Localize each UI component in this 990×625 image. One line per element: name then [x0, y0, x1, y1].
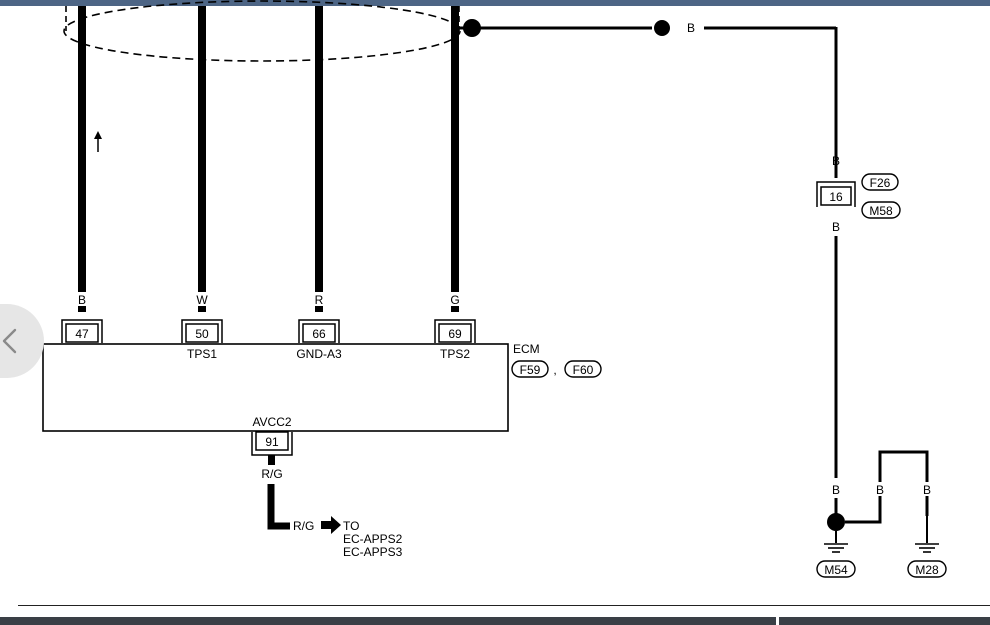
ground-m28: M28: [915, 563, 939, 577]
shield: [63, 0, 461, 62]
ground-symbol-m28: [915, 516, 939, 553]
terminal-avcc2: AVCC2: [252, 415, 291, 429]
connector-50: 50: [181, 319, 223, 343]
splice-point-ground: [827, 513, 845, 531]
reference-ec-apps3: EC-APPS3: [343, 545, 403, 559]
up-arrow-icon: [94, 131, 102, 152]
wire-69-color: G: [450, 293, 459, 307]
pin-66: 66: [312, 327, 326, 341]
wiring-diagram: B W R G 47 50 66 69 TPS1 GND-A3 TPS2 AVC…: [42, 0, 947, 578]
wire-ground-main-color: B: [832, 483, 840, 497]
reference-to: TO: [343, 519, 359, 533]
wire-ground-left-color: B: [876, 483, 884, 497]
terminal-tps1: TPS1: [187, 347, 217, 361]
pin-16: 16: [829, 190, 843, 204]
ecm-label: ECM: [513, 342, 540, 356]
wire-66-color: R: [315, 293, 324, 307]
wire-f26-lower-color: B: [832, 220, 840, 234]
connector-69: 69: [434, 319, 476, 343]
connector-m58: M58: [869, 204, 893, 218]
terminal-gnd-a3: GND-A3: [296, 347, 342, 361]
pin-47: 47: [75, 327, 89, 341]
footer-divider: [18, 605, 990, 606]
pin-50: 50: [195, 327, 209, 341]
wire-avcc-color: R/G: [261, 467, 282, 481]
wire-ground-right-color: B: [923, 483, 931, 497]
wire-avcc: [267, 484, 290, 530]
wire-shield-color: B: [687, 21, 695, 35]
wire-47: [78, 6, 86, 312]
splice-point-b: [654, 20, 670, 36]
connector-91: 91: [251, 431, 293, 456]
right-arrow-icon: [321, 516, 341, 534]
connector-f59: F59: [520, 363, 541, 377]
ground-symbol-m54: [824, 531, 848, 553]
connector-66: 66: [298, 319, 340, 343]
splice-point-shield: [463, 19, 481, 37]
pin-69: 69: [448, 327, 462, 341]
connector-16: 16: [816, 181, 856, 207]
connector-47: 47: [61, 319, 103, 343]
connector-f60: F60: [573, 363, 594, 377]
chevron-left-icon: [2, 328, 17, 354]
ecm-box: [42, 343, 509, 432]
wire-66: [315, 6, 323, 312]
window-top-bar: [0, 0, 990, 6]
bottom-bar-separator: [776, 617, 779, 625]
wire-69: [451, 6, 459, 312]
connector-f26: F26: [870, 176, 891, 190]
wire-50: [198, 6, 206, 312]
pin-91: 91: [265, 435, 279, 449]
shield-drain-wire: [459, 26, 838, 178]
wire-avcc-out-color: R/G: [293, 519, 314, 533]
window-bottom-bar: [0, 617, 990, 625]
reference-ec-apps2: EC-APPS2: [343, 532, 403, 546]
wire-f26-upper-color: B: [832, 154, 840, 168]
wire-50-color: W: [196, 293, 208, 307]
wire-47-color: B: [78, 293, 86, 307]
ground-m54: M54: [824, 563, 848, 577]
ground-wire-loop: [845, 450, 929, 524]
connector-separator: ,: [553, 363, 556, 377]
terminal-tps2: TPS2: [440, 347, 470, 361]
